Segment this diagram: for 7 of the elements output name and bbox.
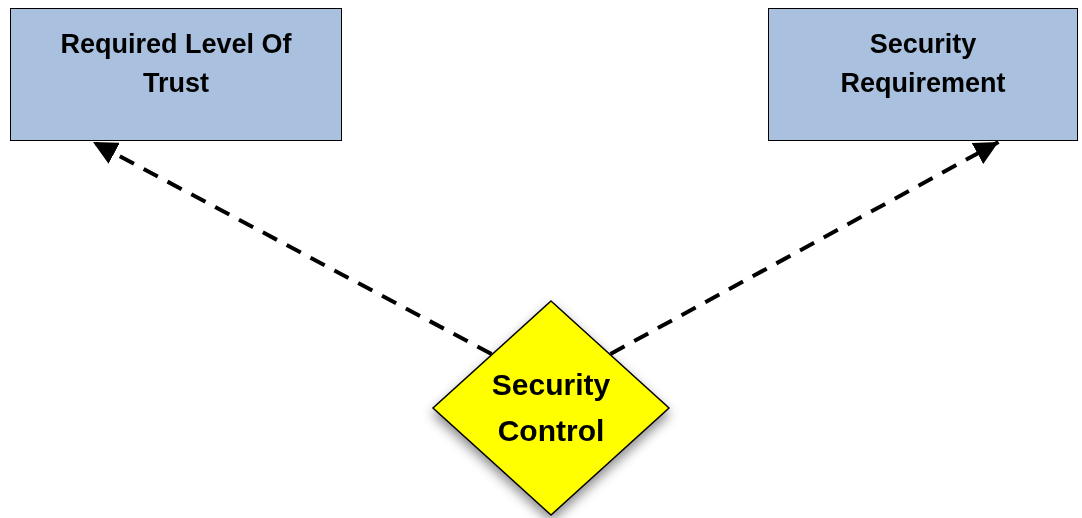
node-label: Security Requirement [839, 28, 1007, 100]
process-box [10, 8, 342, 141]
arrow [609, 140, 1000, 356]
process-box [768, 8, 1078, 141]
node-label: Security Control [490, 367, 612, 449]
arrow [92, 140, 493, 356]
node-label: Required Level Of Trust [60, 28, 292, 100]
